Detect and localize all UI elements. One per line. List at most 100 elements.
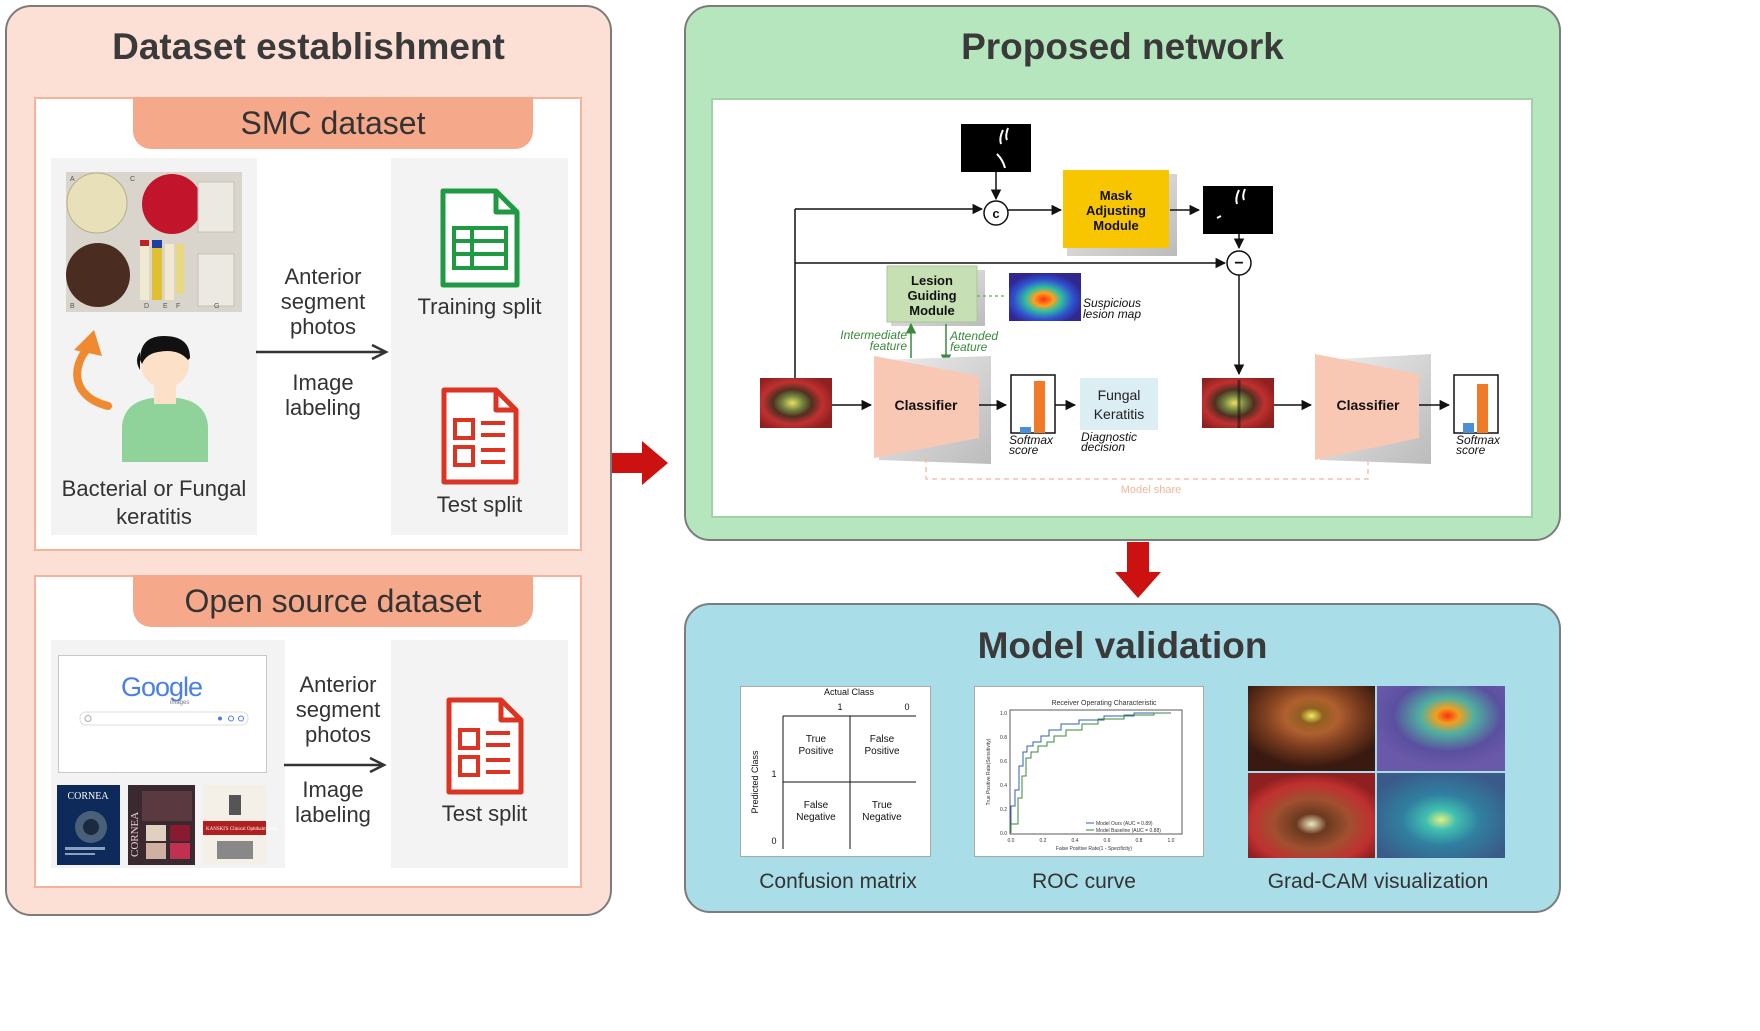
roc-x-tick: 0.8: [1136, 838, 1143, 844]
open-arrow: [284, 756, 387, 774]
training-split-label: Training split: [417, 294, 542, 319]
roc-legend: Model Baseline (AUC = 0.88): [1096, 828, 1161, 834]
label-line: Image: [302, 777, 364, 802]
classifier-2: [1315, 354, 1419, 460]
lesion-module-line: Lesion: [911, 273, 953, 288]
roc-caption: ROC curve: [1032, 870, 1136, 893]
diagnostic-label: Diagnostic: [1081, 430, 1137, 444]
softmax-bar-fungal: [1034, 381, 1045, 433]
row-label: 0: [771, 836, 776, 846]
roc-chart: Receiver Operating Characteristic 0.0 0.…: [986, 700, 1183, 852]
diagnostic-label: decision: [1081, 440, 1125, 454]
smc-arrow-label-top: Anterior segment photos: [263, 264, 383, 339]
patient-label-line: keratitis: [116, 504, 192, 529]
book-title: CORNEA: [67, 791, 109, 802]
model-validation-title: Model validation: [977, 625, 1268, 666]
document-icon: [446, 697, 524, 795]
roc-card: [974, 686, 1204, 857]
plate-letter: A: [70, 176, 75, 183]
label-line: Anterior: [299, 672, 377, 697]
roc-y-tick: 0.6: [1000, 759, 1007, 765]
roc-x-ticks: 0.0 0.2 0.4 0.6 0.8 1.0: [1008, 838, 1175, 844]
smc-arrow: [256, 343, 389, 361]
label-line: segment: [280, 289, 366, 314]
roc-x-tick: 0.6: [1104, 838, 1111, 844]
document-icon: [441, 387, 519, 485]
tp-cell: True: [806, 734, 827, 745]
label-line: photos: [289, 314, 357, 339]
google-logo: Google: [120, 672, 203, 702]
book-title: CORNEA: [129, 812, 141, 857]
patient-label-line: Bacterial or Fungal: [61, 476, 247, 501]
lesion-module-line: Module: [909, 303, 955, 318]
fp-cell: False: [870, 734, 895, 745]
mask-adjusting-module: [1063, 170, 1169, 248]
fungal-line: Fungal: [1098, 387, 1141, 403]
plate-letter: E: [163, 303, 168, 310]
softmax-label: score: [1009, 443, 1039, 457]
dataset-establishment-title: Dataset establishment: [112, 26, 505, 67]
classifier-1-label: Classifier: [894, 397, 958, 413]
label-line: segment: [295, 697, 381, 722]
patient-icon: [122, 336, 208, 462]
gradcam-caption: Grad-CAM visualization: [1267, 870, 1489, 893]
model-share-link: [925, 458, 1369, 480]
label-line: labeling: [295, 802, 371, 827]
attended-label: feature: [950, 340, 988, 354]
fp-cell: Positive: [864, 746, 899, 757]
tn-cell: True: [872, 800, 893, 811]
subtract-symbol: −: [1234, 255, 1243, 272]
test-split-label: Test split: [436, 492, 523, 517]
lesion-module-line: Guiding: [907, 288, 956, 303]
softmax-bar-bacterial: [1463, 423, 1474, 433]
mask-module-line: Mask: [1100, 188, 1133, 203]
fn-cell: False: [804, 800, 829, 811]
input-eye-image: [760, 378, 832, 428]
open-arrow-label-top: Anterior segment photos: [278, 672, 398, 747]
softmax-label: score: [1456, 443, 1486, 457]
plate-letter: D: [144, 303, 149, 310]
red-down-arrow: [1115, 542, 1161, 598]
roc-ylabel: True Positive Rate(Sensitivity): [986, 738, 992, 805]
plate-letter: C: [130, 176, 135, 183]
roc-y-tick: 0.4: [1000, 783, 1007, 789]
roc-y-tick: 0.0: [1000, 831, 1007, 837]
plate-letter: B: [70, 303, 75, 310]
gradcam-original-1: [1248, 686, 1375, 771]
roc-y-tick: 0.8: [1000, 735, 1007, 741]
adjusted-mask-image: [1203, 186, 1273, 234]
smc-dataset-tag: SMC dataset: [133, 97, 533, 149]
row-label: 1: [771, 769, 776, 779]
confusion-matrix: Actual Class 1 0 Predicted Class 1 0 Tru…: [750, 687, 916, 849]
roc-y-ticks: 0.0 0.2 0.4 0.6 0.8 1.0: [1000, 711, 1007, 837]
concat-node: [983, 200, 1009, 226]
roc-y-tick: 1.0: [1000, 711, 1007, 717]
roc-legend: Model Ours (AUC = 0.89): [1096, 821, 1153, 827]
suspicious-label: Suspicious: [1083, 296, 1141, 310]
col-label: 1: [837, 702, 842, 712]
softmax-label: Softmax: [1009, 433, 1054, 447]
label-line: Image: [292, 370, 354, 395]
kanski-book-cover: KANSKI'S Clinical Ophthalmology: [203, 785, 279, 865]
softmax-label: Softmax: [1456, 433, 1501, 447]
mask-module-line: Module: [1093, 218, 1139, 233]
roc-curve-ours: [1010, 712, 1171, 833]
classifier-2-label: Classifier: [1336, 397, 1400, 413]
roc-x-tick: 0.2: [1040, 838, 1047, 844]
roc-title: Receiver Operating Characteristic: [1051, 700, 1157, 707]
gradcam-original-2: [1248, 773, 1375, 858]
google-logo-subtitle: images: [170, 700, 190, 706]
attended-label: Attended: [949, 329, 998, 343]
fungal-keratitis-box: [1080, 378, 1158, 430]
model-share-label: Model share: [1121, 484, 1182, 496]
predicted-class-label: Predicted Class: [750, 750, 760, 814]
roc-curve-baseline: [1010, 712, 1171, 833]
roc-x-tick: 0.0: [1008, 838, 1015, 844]
intermediate-label: feature: [870, 339, 908, 353]
cornea-book-cover-2: CORNEA: [128, 785, 195, 865]
network-diagram: c Mask Adjusting Module − Lesion Guiding…: [760, 124, 1501, 496]
roc-xlabel: False Positive Rate(1 - Specificity): [1056, 846, 1132, 852]
actual-class-label: Actual Class: [824, 687, 875, 697]
roc-x-tick: 1.0: [1168, 838, 1175, 844]
suspicious-lesion-map-image: [1009, 273, 1081, 321]
